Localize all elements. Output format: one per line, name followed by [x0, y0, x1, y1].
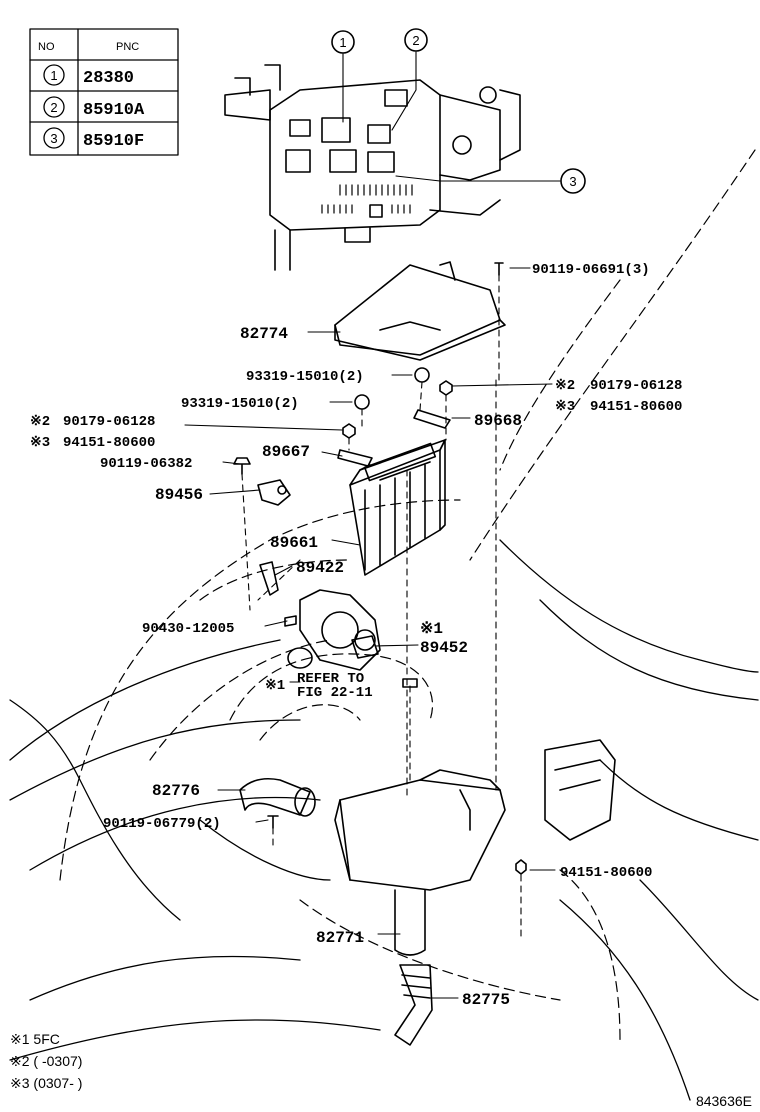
grommet-93319-b	[354, 394, 370, 410]
relay-slot	[289, 119, 311, 137]
table-row-no: 3	[50, 131, 57, 146]
refer-line-1: REFER TO	[297, 671, 364, 687]
assembly-lines	[241, 274, 522, 941]
fuse-row	[321, 184, 413, 214]
callout-circle-1	[331, 30, 355, 54]
part-label-89456: 89456	[155, 486, 203, 504]
part-label-89667: 89667	[262, 443, 310, 461]
bolt-90119-06779	[267, 815, 279, 829]
relay-slot	[367, 151, 395, 173]
nut-90179-right	[439, 380, 453, 396]
part-mark-94151-left: ※3	[30, 435, 50, 451]
table-header-pnc: PNC	[116, 41, 139, 53]
table-row-pnc: 28380	[83, 69, 134, 88]
figure-id: 843636E	[696, 1093, 752, 1109]
bracket-right	[544, 739, 616, 841]
bracket-89668	[413, 409, 451, 429]
intake-hose	[394, 964, 433, 1046]
table-row-no: 2	[50, 100, 57, 115]
part-label-90179-right: 90179-06128	[590, 378, 682, 394]
part-label-93319-a: 93319-15010(2)	[246, 369, 364, 385]
footnote-1: ※1 5FC	[10, 1031, 60, 1047]
part-label-90430-12005: 90430-12005	[142, 621, 234, 637]
intake-temp-sensor	[259, 561, 279, 596]
callout-circle-2	[404, 28, 428, 52]
bolt-90119-06382	[233, 457, 251, 475]
relay-slot	[384, 89, 408, 107]
part-label-94151-right: 94151-80600	[590, 399, 682, 415]
part-label-90179-left: 90179-06128	[63, 414, 155, 430]
vehicle-fender-outline	[9, 539, 759, 1101]
ecu-cover-upper	[334, 261, 506, 361]
nut-90179-left	[342, 423, 356, 439]
footnote-2: ※2 ( -0307)	[10, 1053, 82, 1069]
part-label-89452: 89452	[420, 639, 468, 657]
table-row-pnc: 85910A	[83, 101, 145, 120]
ecu-module	[349, 439, 446, 576]
part-label-82774: 82774	[240, 325, 288, 343]
bolt-90119-06691	[494, 262, 504, 276]
table-row-no: 1	[50, 68, 57, 83]
callout-number-2: 2	[412, 33, 419, 48]
sensor-89452	[351, 635, 379, 659]
part-mark-94151-right: ※3	[555, 399, 575, 415]
bolt-refer	[402, 678, 418, 688]
callout-number-1: 1	[339, 35, 346, 50]
refer-mark: ※1	[265, 678, 285, 694]
table-header-no: NO	[38, 41, 55, 53]
part-mark-90179-right: ※2	[555, 378, 575, 394]
leader-lines	[184, 51, 561, 999]
map-sensor	[257, 479, 291, 506]
part-label-90119-06779: 90119-06779(2)	[103, 816, 221, 832]
relay-slot	[367, 124, 391, 144]
part-label-89661: 89661	[270, 534, 318, 552]
part-label-89422: 89422	[296, 559, 344, 577]
relay-slot	[369, 204, 383, 218]
part-label-90119-06691: 90119-06691(3)	[532, 262, 650, 278]
relay-slot	[285, 149, 311, 173]
bracket-89667	[337, 449, 373, 467]
part-label-89668: 89668	[474, 412, 522, 430]
callout-circle-3	[560, 168, 586, 194]
part-label-82775: 82775	[462, 991, 510, 1009]
part-label-90119-06382: 90119-06382	[100, 456, 192, 472]
relay-slot	[329, 149, 357, 173]
nut-94151-lower	[515, 859, 527, 875]
refer-line-2: FIG 22-11	[297, 685, 373, 701]
footnote-3: ※3 (0307- )	[10, 1075, 82, 1091]
relay-slot	[321, 117, 351, 143]
gasket-90430	[284, 615, 297, 627]
part-label-82776: 82776	[152, 782, 200, 800]
part-label-82771: 82771	[316, 929, 364, 947]
ecu-case-lower	[334, 769, 506, 956]
junction-box	[224, 64, 521, 271]
part-mark-90179-left: ※2	[30, 414, 50, 430]
table-row-pnc: 85910F	[83, 132, 144, 151]
part-label-93319-b: 93319-15010(2)	[181, 396, 299, 412]
throttle-body	[287, 589, 381, 671]
grommet-93319-a	[414, 367, 430, 383]
pnc-table	[29, 28, 179, 156]
callout-number-3: 3	[569, 174, 576, 189]
part-label-94151-left: 94151-80600	[63, 435, 155, 451]
air-duct-elbow	[239, 777, 316, 817]
part-label-94151-lower: 94151-80600	[560, 865, 652, 881]
part-mark-89452: ※1	[420, 620, 443, 638]
